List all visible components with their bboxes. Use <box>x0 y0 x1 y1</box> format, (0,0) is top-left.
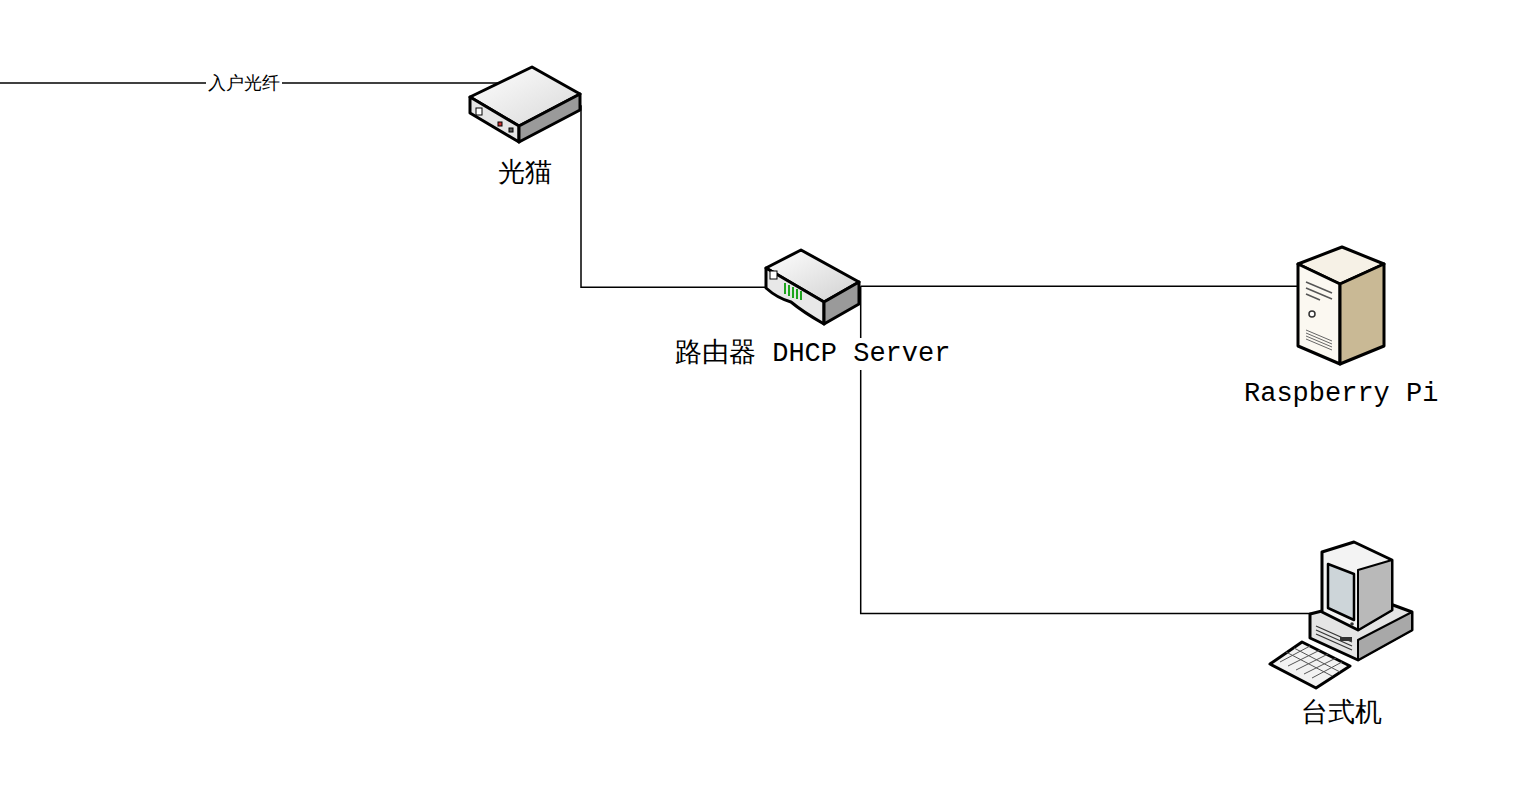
server-icon-part <box>1306 339 1332 350</box>
desktop-icon <box>1266 540 1416 690</box>
router-icon-part <box>800 291 802 300</box>
desktop-icon-part <box>1312 662 1342 678</box>
network-device: 光猫 <box>467 64 583 190</box>
desktop-icon-part <box>1288 650 1320 666</box>
router-icon-part <box>824 282 859 324</box>
router-icon <box>763 246 863 330</box>
router-icon-part <box>792 287 794 298</box>
device-label: 光猫 <box>496 158 554 190</box>
modem-icon-part <box>498 122 502 126</box>
network-cable <box>861 286 1311 613</box>
server-icon-part <box>1306 333 1332 344</box>
device-label: Raspberry Pi <box>1242 378 1440 410</box>
server-icon-part <box>1306 294 1320 300</box>
device-label: 台式机 <box>1299 698 1384 730</box>
network-device: Raspberry Pi <box>1242 244 1440 410</box>
desktop-icon-part <box>1340 637 1352 641</box>
server-icon-part <box>1306 330 1332 341</box>
desktop-icon-part <box>1280 646 1342 678</box>
modem-icon-part <box>509 128 513 132</box>
desktop-icon-part <box>1294 648 1340 672</box>
router-icon-part <box>788 285 790 296</box>
router-icon-part <box>785 283 801 300</box>
desktop-icon-part <box>1316 626 1352 642</box>
server-icon-part <box>1306 330 1332 350</box>
server-icon-part <box>1306 282 1332 293</box>
desktop-icon-part <box>1316 626 1352 650</box>
router-icon-part <box>796 289 798 299</box>
desktop-icon-part <box>1296 654 1328 670</box>
server-icon-part <box>1306 282 1332 300</box>
desktop-icon-part <box>1322 542 1392 630</box>
desktop-icon-part <box>1316 630 1352 646</box>
router-icon-part <box>784 283 786 294</box>
server-icon-part <box>1306 288 1332 299</box>
network-device: 路由器 DHCP Server <box>673 246 952 370</box>
modem-icon-part <box>476 108 482 115</box>
router-icon-part <box>766 268 824 324</box>
router-icon-part <box>770 271 777 279</box>
modem-icon-part <box>470 97 519 142</box>
network-cable <box>581 105 793 287</box>
modem-icon <box>467 64 583 150</box>
desktop-icon-part <box>1270 642 1350 688</box>
desktop-icon-part <box>1316 634 1352 650</box>
desktop-icon-part <box>1304 658 1336 674</box>
server-icon-part <box>1298 264 1340 364</box>
server-icon-part <box>1306 336 1332 347</box>
server-icon <box>1294 244 1388 368</box>
desktop-icon-part <box>1328 564 1354 620</box>
line-label: 入户光纤 <box>206 72 282 94</box>
desktop-icon-part <box>1358 560 1392 630</box>
device-label: 路由器 DHCP Server <box>673 338 952 370</box>
desktop-icon-part <box>1350 622 1354 626</box>
network-device: 台式机 <box>1266 540 1416 730</box>
network-cable <box>861 286 1297 288</box>
server-icon-part <box>1309 311 1315 317</box>
modem-icon-part <box>519 94 580 142</box>
server-icon-part <box>1340 264 1384 364</box>
